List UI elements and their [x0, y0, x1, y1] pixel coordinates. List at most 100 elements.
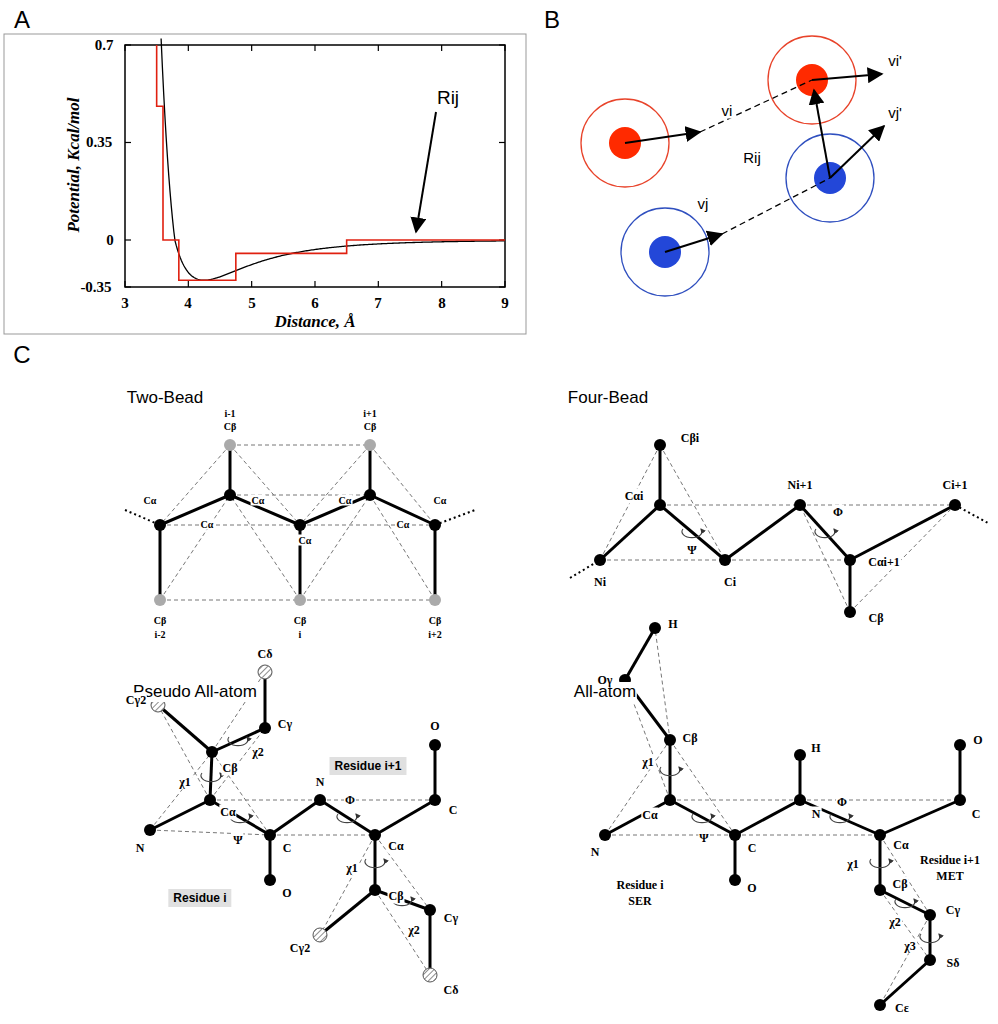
atom-label: C	[971, 807, 982, 822]
atom-label: Residue i+1	[919, 853, 981, 868]
atom-label: Cαi	[624, 489, 645, 504]
atom-label: Cβ	[388, 889, 405, 904]
virtual-bond	[375, 835, 430, 910]
atom-bead	[313, 928, 327, 942]
vector-label: vj'	[887, 104, 903, 121]
atom-bead	[794, 749, 806, 761]
atom-label: Cβ	[892, 877, 909, 892]
velocity-arrow	[830, 126, 884, 178]
virtual-bond	[605, 835, 735, 836]
atom-bead	[954, 739, 966, 751]
rotation-arrow	[870, 859, 890, 868]
tick	[499, 44, 505, 45]
tick	[499, 286, 505, 287]
tick	[378, 281, 379, 287]
bond	[160, 495, 230, 525]
rotation-arrow	[228, 737, 248, 746]
tick	[251, 45, 252, 51]
virtual-bond	[160, 525, 300, 526]
callout-label: Rij	[436, 87, 460, 109]
tick-label: 0.35	[85, 134, 113, 151]
tick	[504, 45, 505, 51]
atom-bead	[874, 829, 886, 841]
bond	[375, 800, 435, 835]
velocity-arrow	[814, 90, 830, 178]
atom-label: Cδ	[443, 983, 460, 998]
tick	[124, 281, 125, 287]
atom-bead	[924, 909, 936, 921]
bead-label: Cβ	[293, 615, 308, 626]
atom-label: χ3	[903, 939, 917, 954]
atom-label: Cε	[894, 1001, 910, 1016]
step-potential	[157, 45, 505, 280]
tick-label: 7	[373, 295, 383, 312]
atom-label: Cγ	[443, 911, 459, 926]
bond	[659, 445, 662, 505]
atom-label: N	[590, 845, 601, 860]
atom-label: Sδ	[946, 956, 961, 971]
tick-label: 4	[183, 295, 193, 312]
atom-label: Ni	[593, 575, 607, 590]
atom-bead	[954, 794, 966, 806]
atom-bead	[424, 904, 436, 916]
atom-label: Residue i	[615, 878, 664, 893]
virtual-bond	[150, 752, 212, 830]
rotation-arrow	[830, 814, 850, 823]
trajectory-line	[722, 178, 830, 234]
atom-bead	[844, 606, 856, 618]
atom-bead	[294, 519, 306, 531]
tick	[188, 281, 189, 287]
virtual-bond	[735, 835, 880, 836]
bond	[270, 800, 320, 835]
bond	[880, 960, 930, 1005]
atom-bead	[429, 739, 441, 751]
vector-label: vi	[721, 102, 734, 119]
tick-label: -0.35	[79, 279, 112, 296]
virtual-bond	[600, 445, 660, 560]
virtual-bond	[670, 800, 800, 801]
atom-label: χ1	[178, 775, 192, 790]
tick	[378, 45, 379, 51]
velocity-arrow	[625, 132, 700, 143]
tick	[125, 239, 131, 240]
bead-label: i+1	[362, 408, 377, 419]
atom-label: Φ	[832, 505, 844, 520]
rotation-arrow	[920, 934, 940, 943]
rotation-arrow	[895, 899, 915, 908]
atom-bead	[369, 884, 381, 896]
virtual-bond	[230, 495, 300, 600]
atom-label: O	[972, 733, 983, 748]
atom-bead	[794, 499, 806, 511]
virtual-bond	[300, 445, 370, 525]
bead-label: Cα	[143, 495, 158, 506]
atom-bead	[144, 824, 156, 836]
bond	[229, 445, 232, 495]
virtual-bond	[212, 752, 270, 835]
bond	[625, 628, 655, 680]
virtual-bond	[370, 445, 435, 525]
bead-label: Cβ	[363, 421, 378, 432]
atom-label: Cα	[219, 805, 236, 820]
bond	[210, 800, 270, 835]
bond	[159, 525, 162, 600]
panel-letter: B	[543, 6, 561, 34]
virtual-bond	[270, 835, 375, 836]
bead-label: Cβ	[428, 615, 443, 626]
residue-label: Residue i	[168, 889, 231, 907]
bond	[929, 915, 932, 960]
bond	[959, 745, 962, 800]
potential-chart	[125, 39, 505, 287]
atom-bead	[259, 722, 271, 734]
bond	[434, 525, 437, 600]
tick	[124, 45, 125, 51]
tick	[441, 281, 442, 287]
tick	[251, 281, 252, 287]
virtual-bond	[300, 600, 435, 601]
atom-bead	[664, 794, 676, 806]
bond	[735, 800, 800, 835]
panel-title: Pseudo All-atom	[132, 682, 258, 702]
tick	[125, 44, 131, 45]
atom-label: Cγ	[945, 903, 961, 918]
atom-bead	[429, 594, 441, 606]
atom-bead	[844, 554, 856, 566]
